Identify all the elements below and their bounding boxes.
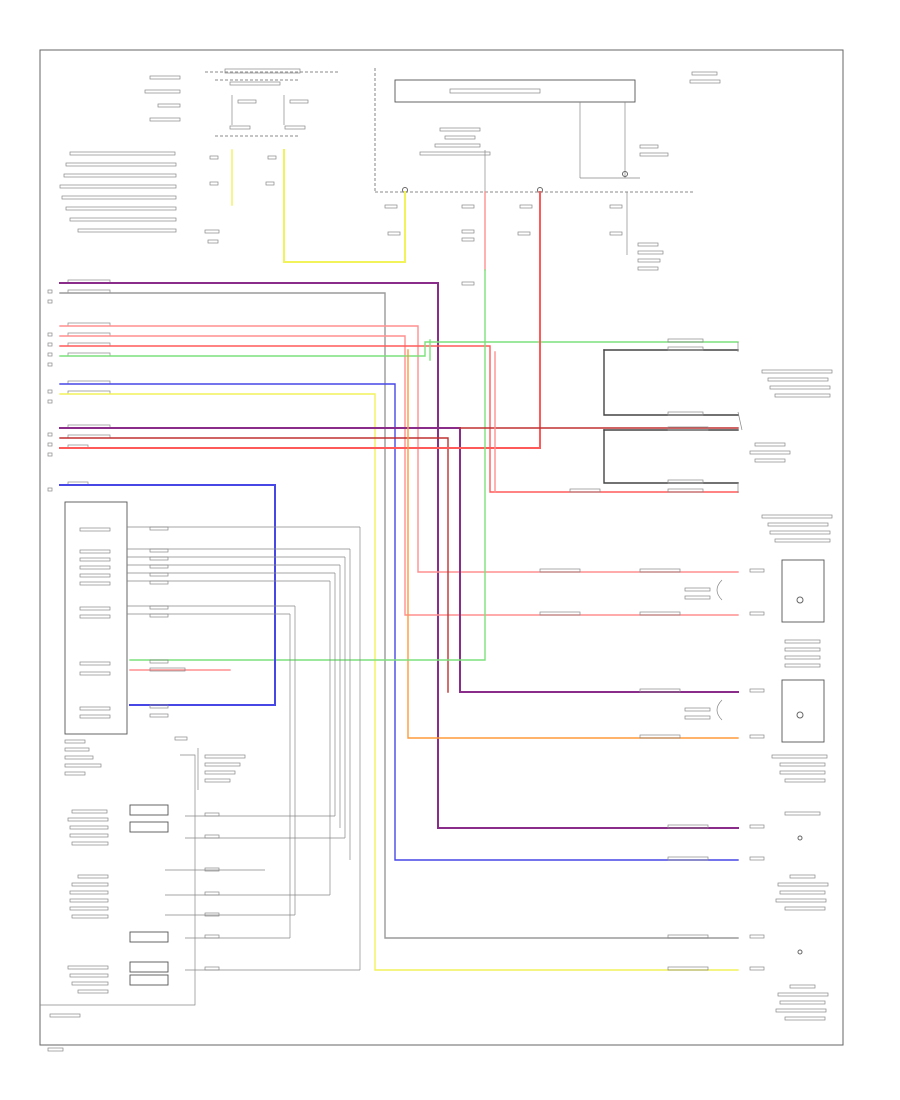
wire-gray-1 bbox=[59, 292, 739, 939]
wire-green-1 bbox=[59, 341, 739, 357]
right-components bbox=[684, 369, 833, 1021]
wire-green-top bbox=[129, 269, 486, 661]
sensor-module-left bbox=[64, 501, 361, 971]
wire-yellow-top bbox=[283, 149, 406, 263]
wire-purple-1 bbox=[59, 282, 739, 829]
wire-orange-1 bbox=[407, 349, 739, 739]
wire-purple-2 bbox=[59, 427, 739, 693]
seat-switches bbox=[40, 754, 220, 1052]
control-module-top bbox=[374, 68, 721, 286]
top-left-notes bbox=[59, 75, 181, 233]
wire-blue-1 bbox=[59, 383, 739, 861]
wire-black-1 bbox=[603, 349, 739, 416]
wire-black-2 bbox=[603, 429, 739, 484]
right-pins bbox=[737, 342, 804, 955]
fuse-block bbox=[204, 68, 340, 244]
connector-rows bbox=[47, 279, 111, 492]
right-wire-labels bbox=[539, 338, 765, 971]
wire-red-2 bbox=[59, 191, 541, 449]
wire-red-1 bbox=[59, 345, 739, 493]
wire-dark-red-1 bbox=[59, 437, 449, 693]
wire-blue-2 bbox=[59, 484, 276, 706]
wire-yellow-1 bbox=[59, 393, 739, 971]
diagram-frame bbox=[39, 49, 844, 1046]
